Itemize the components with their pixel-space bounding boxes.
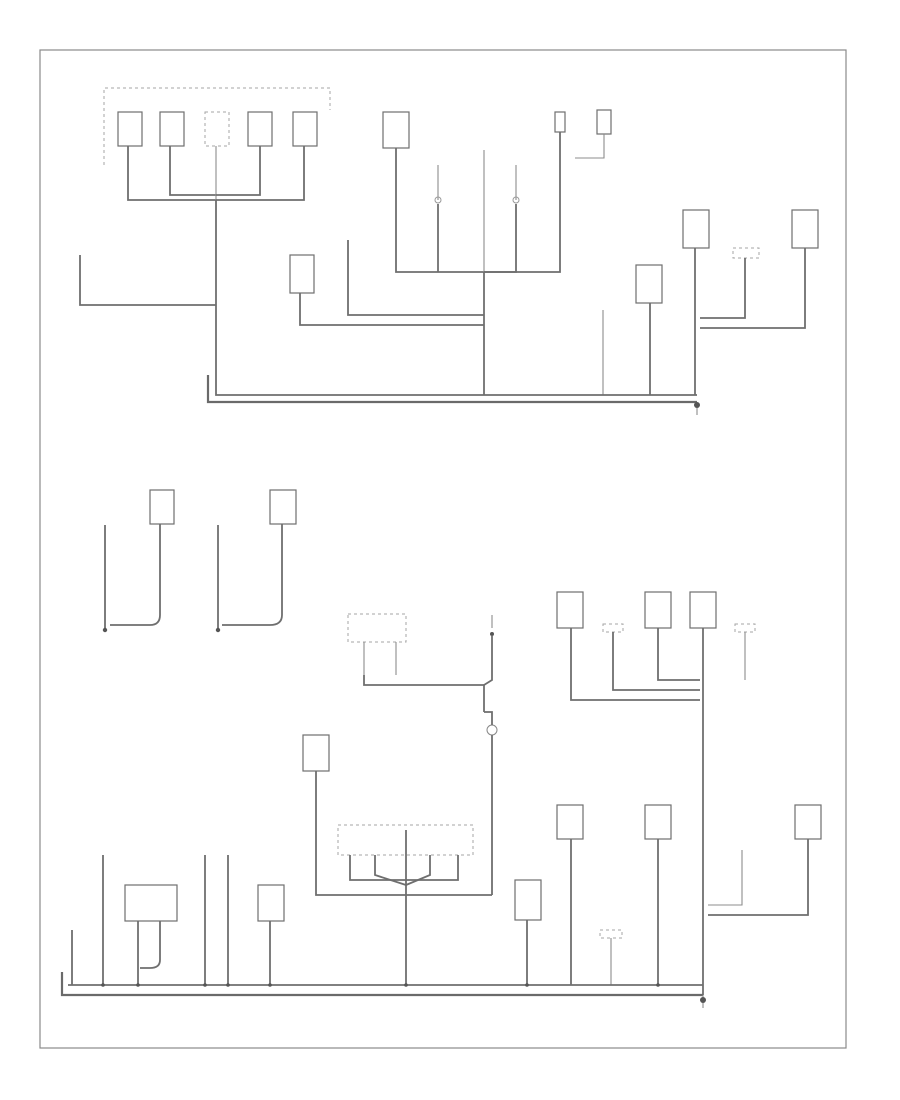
bottom-right-component-group [556, 804, 822, 939]
top-left-enclosure [103, 87, 331, 165]
top-right-component-group [635, 209, 819, 304]
bottom-center-fanout [349, 830, 492, 985]
motor-symbol [486, 724, 498, 736]
lamp-left [434, 165, 442, 272]
left-branch-wire [79, 255, 216, 306]
bottom-center-component [302, 734, 330, 772]
top-left-component-group [117, 111, 318, 147]
middle-left-component-group [149, 489, 297, 525]
ground-point-bottom [700, 997, 706, 1003]
diagram-frame [39, 49, 847, 1049]
top-center-component [382, 111, 410, 149]
middle-center-module [347, 613, 407, 643]
bottom-center-module [337, 824, 474, 856]
bottom-ground-bus [60, 972, 703, 997]
bottom-left-component-group [124, 879, 542, 922]
ground-point-top [694, 402, 700, 408]
middle-right-component-group [556, 591, 756, 633]
top-left-wires [127, 146, 305, 380]
center-left-component [289, 254, 315, 294]
bottom-bus-junctions [101, 983, 660, 987]
top-right-small-switch [554, 111, 566, 133]
top-ground-bus [206, 375, 697, 404]
lamp-right [484, 165, 520, 273]
